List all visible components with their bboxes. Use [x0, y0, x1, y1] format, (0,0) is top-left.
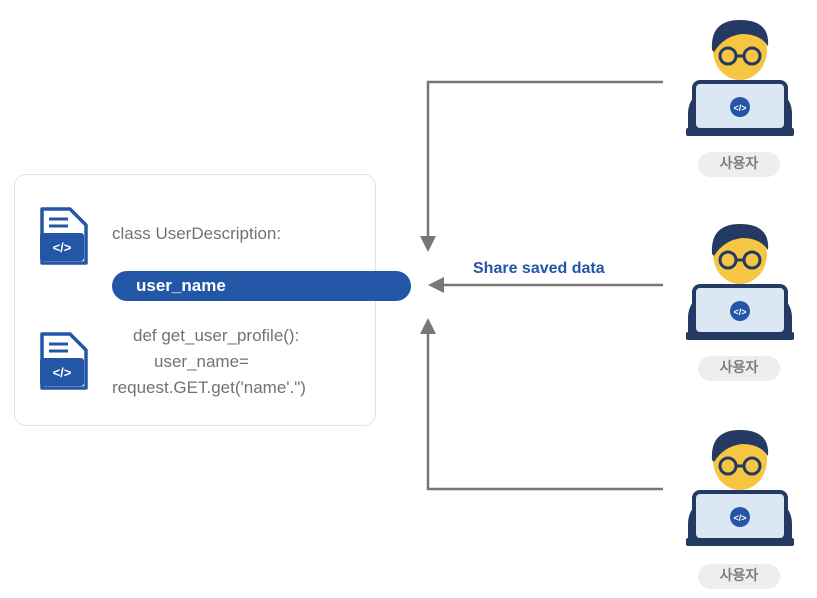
- user-label: 사용자: [698, 152, 780, 177]
- class-declaration: class UserDescription:: [112, 224, 282, 243]
- svg-text:</>: </>: [733, 103, 746, 113]
- svg-text:</>: </>: [733, 307, 746, 317]
- code-file-icon: </>: [40, 207, 88, 265]
- up-arrowhead: [420, 318, 436, 334]
- code-file-icon: </>: [40, 332, 88, 390]
- developer-avatar-icon: </>: [686, 20, 794, 136]
- svg-text:</>: </>: [733, 513, 746, 523]
- bottom-flow-line: [426, 332, 663, 491]
- top-flow-line: [426, 80, 663, 238]
- share-saved-data-label: Share saved data: [473, 260, 605, 277]
- assign-line: user_name=: [154, 352, 249, 371]
- def-line: def get_user_profile():: [133, 326, 300, 345]
- left-arrowhead: [428, 277, 444, 293]
- svg-text:</>: </>: [53, 240, 72, 255]
- developer-avatar-icon: </>: [686, 224, 794, 340]
- developer-avatar-icon: </>: [686, 430, 794, 546]
- user-label: 사용자: [698, 564, 780, 589]
- svg-text:</>: </>: [53, 365, 72, 380]
- user-label: 사용자: [698, 356, 780, 381]
- user-name-field-highlight: user_name: [112, 271, 411, 301]
- request-line: request.GET.get('name'."): [112, 378, 306, 397]
- down-arrowhead: [420, 236, 436, 252]
